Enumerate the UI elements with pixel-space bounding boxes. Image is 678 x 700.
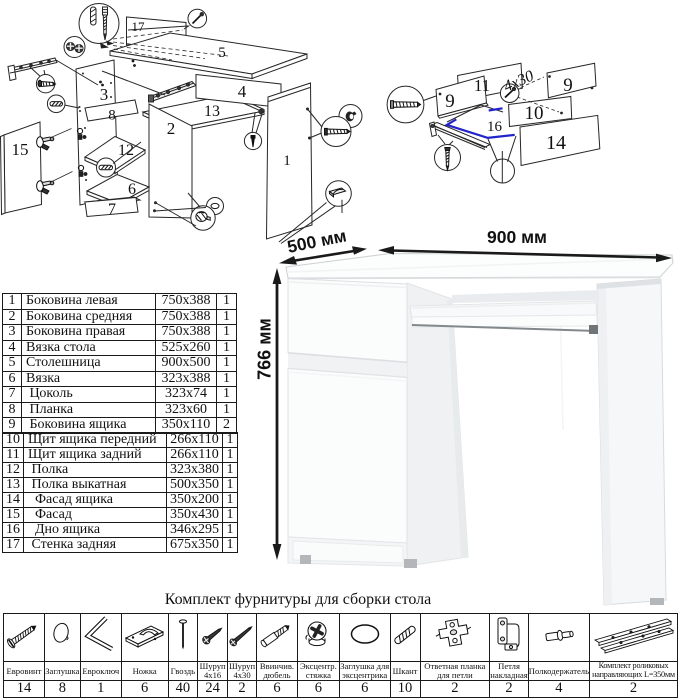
svg-text:766 мм: 766 мм bbox=[255, 318, 275, 380]
svg-text:13: 13 bbox=[204, 103, 220, 120]
svg-text:5: 5 bbox=[218, 45, 226, 61]
svg-text:16: 16 bbox=[487, 119, 503, 135]
svg-text:8: 8 bbox=[108, 108, 116, 124]
svg-text:4: 4 bbox=[238, 82, 247, 101]
svg-text:14: 14 bbox=[546, 132, 566, 154]
svg-text:11: 11 bbox=[474, 76, 490, 95]
svg-text:9: 9 bbox=[563, 75, 573, 96]
svg-text:12: 12 bbox=[118, 142, 134, 159]
svg-text:6: 6 bbox=[128, 181, 136, 198]
svg-text:900 мм: 900 мм bbox=[487, 227, 547, 247]
svg-text:17: 17 bbox=[132, 19, 146, 34]
svg-text:15: 15 bbox=[12, 140, 29, 159]
svg-text:10: 10 bbox=[525, 103, 544, 124]
svg-text:3: 3 bbox=[100, 85, 109, 104]
svg-text:1: 1 bbox=[283, 153, 291, 169]
svg-text:9: 9 bbox=[445, 91, 455, 112]
svg-text:2: 2 bbox=[167, 119, 176, 138]
svg-text:7: 7 bbox=[108, 201, 116, 218]
